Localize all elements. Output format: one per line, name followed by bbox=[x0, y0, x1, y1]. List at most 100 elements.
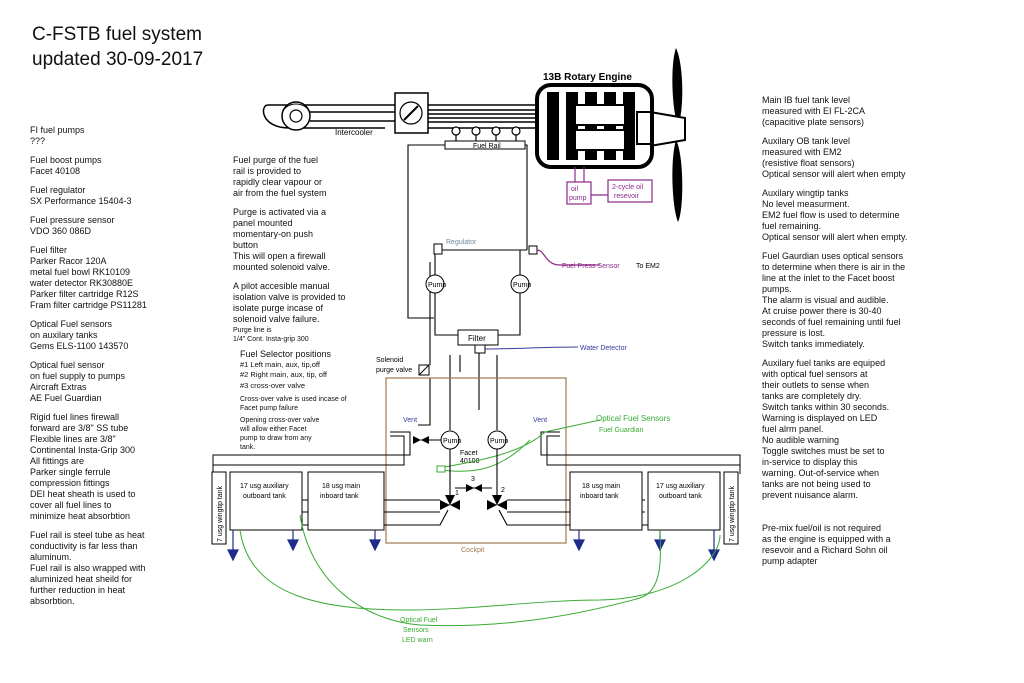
tank-left-main-label-2: inboard tank bbox=[320, 493, 359, 500]
facet-label-2: 40108 bbox=[460, 458, 480, 465]
pressure-sensor-icon bbox=[528, 245, 600, 266]
valve-2-label: 2 bbox=[501, 487, 505, 494]
tank-right-main-label-1: 18 usg main bbox=[582, 483, 620, 490]
cockpit-boundary bbox=[385, 377, 567, 544]
wingtip-tank-right-label: 7 usg wingtip tank bbox=[729, 485, 736, 542]
selector-position-3: #3 cross-over valve bbox=[240, 380, 306, 390]
crossover-valve-3 bbox=[466, 484, 482, 492]
cockpit-label: Cockpit bbox=[461, 547, 484, 554]
title-line-2: updated 30-09-2017 bbox=[32, 49, 204, 70]
selector-title: Fuel Selector positions bbox=[240, 349, 332, 359]
wingtip-tank-left bbox=[211, 471, 227, 545]
fuel-guardian-label: Fuel Guardian bbox=[599, 427, 643, 434]
drain-arrows bbox=[227, 530, 720, 562]
facet-pump-right-label: Pump bbox=[490, 438, 508, 445]
filter-label: Filter bbox=[468, 334, 486, 343]
injector-icons bbox=[451, 126, 521, 141]
solenoid-label-1: Solenoid bbox=[376, 357, 403, 364]
led-warn-label-2: Sensors bbox=[403, 627, 429, 634]
optical-sensor-wire-top bbox=[444, 419, 601, 468]
valve-3-label: 3 bbox=[471, 476, 475, 483]
tank-right-aux-label-2: outboard tank bbox=[659, 493, 702, 500]
filter-bowl bbox=[474, 344, 486, 354]
to-em2-label: To EM2 bbox=[636, 263, 660, 270]
page-title: C-FSTB fuel system updated 30-09-2017 bbox=[32, 22, 203, 72]
selector-valve-2 bbox=[487, 495, 507, 510]
water-detector-wire bbox=[484, 346, 579, 350]
engine-icon bbox=[535, 83, 654, 169]
wingtip-tank-left-label: 7 usg wingtip tank bbox=[217, 485, 224, 542]
propeller-icon bbox=[649, 48, 686, 222]
throttle-body-icon bbox=[394, 92, 429, 134]
intercooler-label: Intercooler bbox=[335, 128, 373, 137]
tank-left-aux-label-1: 17 usg auxiliary bbox=[240, 483, 289, 490]
title-line-1: C-FSTB fuel system bbox=[32, 24, 202, 45]
tank-left-aux bbox=[229, 471, 303, 531]
water-detector-label: Water Detector bbox=[580, 345, 627, 352]
pump-label-upper-left: Pump bbox=[428, 282, 446, 289]
valve-1-label: 1 bbox=[455, 490, 459, 497]
selector-valve-1 bbox=[440, 495, 460, 510]
oil-reservoir-label-2: resevoir bbox=[614, 193, 640, 200]
regulator-label: Regulator bbox=[446, 239, 477, 246]
fuel-rail-label: Fuel Rail bbox=[473, 143, 501, 150]
optical-sensor-wiring bbox=[239, 514, 721, 627]
tank-left-aux-label-2: outboard tank bbox=[243, 493, 286, 500]
engine-label: 13B Rotary Engine bbox=[543, 72, 632, 83]
upper-pump-left bbox=[425, 274, 445, 294]
upper-pump-right bbox=[510, 274, 530, 294]
led-warn-label-1: Optical Fuel bbox=[400, 617, 438, 624]
led-warn-label-3: LED warn bbox=[402, 637, 433, 644]
oil-system bbox=[566, 167, 653, 205]
optical-sensors-label: Optical Fuel Sensors bbox=[596, 414, 670, 423]
pump-label-upper-right: Pump bbox=[513, 282, 531, 289]
note-fi-pumps: FI fuel pumps??? bbox=[30, 125, 85, 146]
oil-reservoir-label-1: 2-cycle oil bbox=[612, 184, 644, 191]
tank-right-aux-label-1: 17 usg auxiliary bbox=[656, 483, 705, 490]
oil-pump-label-2: pump bbox=[569, 195, 587, 202]
tank-left-main-label-1: 18 usg main bbox=[322, 483, 360, 490]
pressure-sensor-label: Fuel Press Sensor bbox=[562, 263, 620, 270]
tank-right-main-label-2: inboard tank bbox=[580, 493, 619, 500]
solenoid-label-2: purge valve bbox=[376, 367, 412, 374]
selector-position-2: #2 Right main, aux, tip, off bbox=[240, 370, 327, 379]
tank-left-main bbox=[307, 471, 385, 531]
facet-label-1: Facet bbox=[460, 450, 478, 457]
selector-position-1: #1 Left main, aux, tip,off bbox=[240, 359, 320, 369]
intercooler-icon bbox=[281, 101, 311, 131]
regulator-icon bbox=[433, 243, 443, 255]
tank-right-aux bbox=[647, 471, 721, 531]
tank-right-main bbox=[569, 471, 643, 531]
fuel-lines bbox=[407, 144, 528, 430]
wingtip-tank-right bbox=[723, 471, 739, 545]
fuel-selector-notes: Fuel Selector positions #1 Left main, au… bbox=[240, 349, 390, 452]
oil-pump-label-1: oil bbox=[571, 186, 578, 193]
vent-right-label: Vent bbox=[533, 417, 547, 424]
vent-left-label: Vent bbox=[403, 417, 417, 424]
facet-pump-left-label: Pump bbox=[443, 438, 461, 445]
